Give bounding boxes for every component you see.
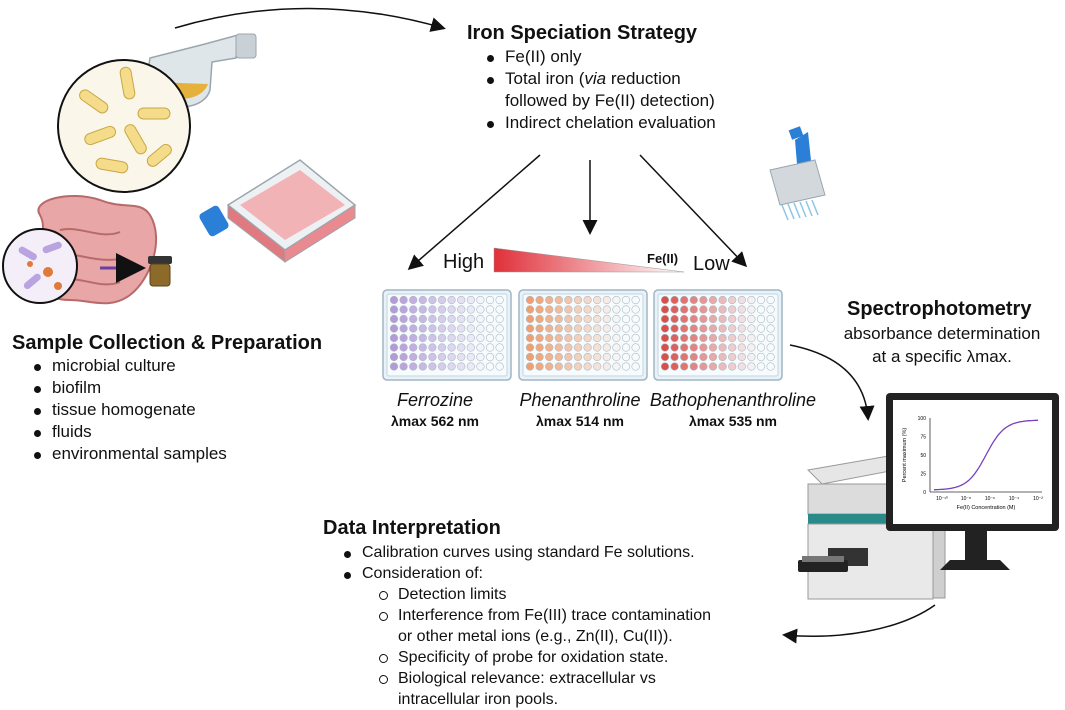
cell-culture-flask-icon [199,159,357,264]
list-item: Calibration curves using standard Fe sol… [340,542,711,563]
gradient-high-label: High [443,251,485,273]
chart-y-label: Percent maximum (%) [902,428,908,483]
arrow-to-strategy [174,7,446,32]
chart-y-tick: 50 [920,453,926,459]
well-plate-2 [518,289,648,381]
probe-ferrozine: Ferrozine λmax 562 nm [370,390,500,429]
sample-jar-icon [148,256,172,287]
chart-y-tick: 75 [920,435,926,441]
concentration-gradient-triangle [493,247,685,273]
probe-phenanthroline: Phenanthroline λmax 514 nm [505,390,655,429]
probe-lambda: λmax 535 nm [689,413,777,429]
chart-x-label: Fe(II) Concentration (M) [957,505,1016,511]
spectrophotometry-description: absorbance determination at a specific λ… [843,324,1041,366]
probe-bathophenanthroline: Bathophenanthroline λmax 535 nm [640,390,826,429]
sub-list-item: Specificity of probe for oxidation state… [376,647,711,668]
iron-speciation-title: Iron Speciation Strategy [467,22,698,44]
probe-lambda: λmax 514 nm [536,413,624,429]
sample-collection-title: Sample Collection & Preparation [12,332,323,354]
data-interpretation-list: Calibration curves using standard Fe sol… [340,542,711,710]
arrow-to-bathophenanthroline [639,154,748,268]
chart-x-tick: 10⁻¹⁰ [936,496,948,502]
chart-x-tick: 10⁻⁶ [985,496,995,502]
list-item: tissue homogenate [30,399,227,421]
chart-x-tick: 10⁻² [1033,496,1043,502]
list-item: biofilm [30,377,227,399]
chart-x-tick: 10⁻⁴ [1009,496,1019,502]
probe-name: Ferrozine [396,390,474,410]
list-item: fluids [30,421,227,443]
arrow-to-data-interpretation [782,604,936,644]
list-item: Indirect chelation evaluation [483,112,716,134]
sample-collection-list: microbial culture biofilm tissue homogen… [30,355,227,465]
list-item: Fe(II) only [483,46,716,68]
list-item: Consideration of: Detection limits Inter… [340,563,711,710]
chart-y-tick: 25 [920,472,926,478]
list-item: environmental samples [30,443,227,465]
calibration-chart: 100 75 50 25 0 10⁻¹⁰ 10⁻⁸ 10⁻⁶ 10⁻⁴ 10⁻² Percent m… [902,416,1043,511]
bacteria-culture-icon [57,59,191,193]
arrow-to-ferrozine [407,154,541,270]
chart-x-tick: 10⁻⁸ [961,496,971,502]
probe-name: Phenanthroline [519,390,641,410]
sub-list-item: Detection limits [376,584,711,605]
calibration-curve [934,419,1038,491]
list-item: microbial culture [30,355,227,377]
gradient-fe-label: Fe(II) [647,251,679,266]
well-plate-3 [653,289,783,381]
arrow-to-spectrophotometer [789,344,875,421]
probe-name: Bathophenanthroline [649,390,817,410]
multichannel-pipette-icon [769,126,826,221]
probe-lambda: λmax 562 nm [391,413,479,429]
well-plate-1 [382,289,512,381]
sub-list-item: Interference from Fe(III) trace contamin… [376,605,711,647]
gradient-low-label: Low [693,253,730,275]
well-plates [382,289,783,381]
spectrophotometry-title: Spectrophotometry [847,298,1032,320]
chart-y-tick: 0 [923,490,926,496]
chart-y-tick: 100 [918,416,927,422]
data-interpretation-title: Data Interpretation [323,517,501,539]
gut-microbiome-icon [2,228,78,304]
